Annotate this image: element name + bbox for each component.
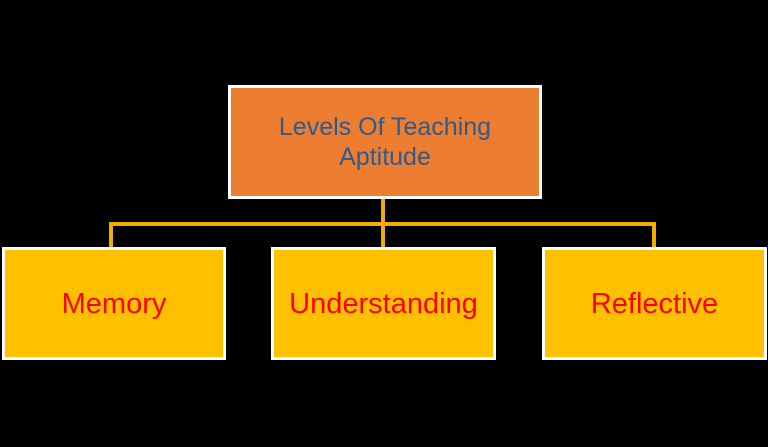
connector-right-vertical xyxy=(652,222,656,248)
root-node-label: Levels Of Teaching Aptitude xyxy=(278,113,492,171)
child-node-reflective-label: Reflective xyxy=(590,287,719,320)
connector-left-vertical xyxy=(109,222,113,248)
child-node-understanding: Understanding xyxy=(271,247,496,360)
root-node-levels-of-teaching-aptitude: Levels Of Teaching Aptitude xyxy=(228,85,542,199)
child-node-understanding-label: Understanding xyxy=(289,287,478,320)
connector-horizontal xyxy=(109,222,656,226)
child-node-memory-label: Memory xyxy=(61,287,167,320)
child-node-memory: Memory xyxy=(2,247,226,360)
child-node-reflective: Reflective xyxy=(542,247,767,360)
